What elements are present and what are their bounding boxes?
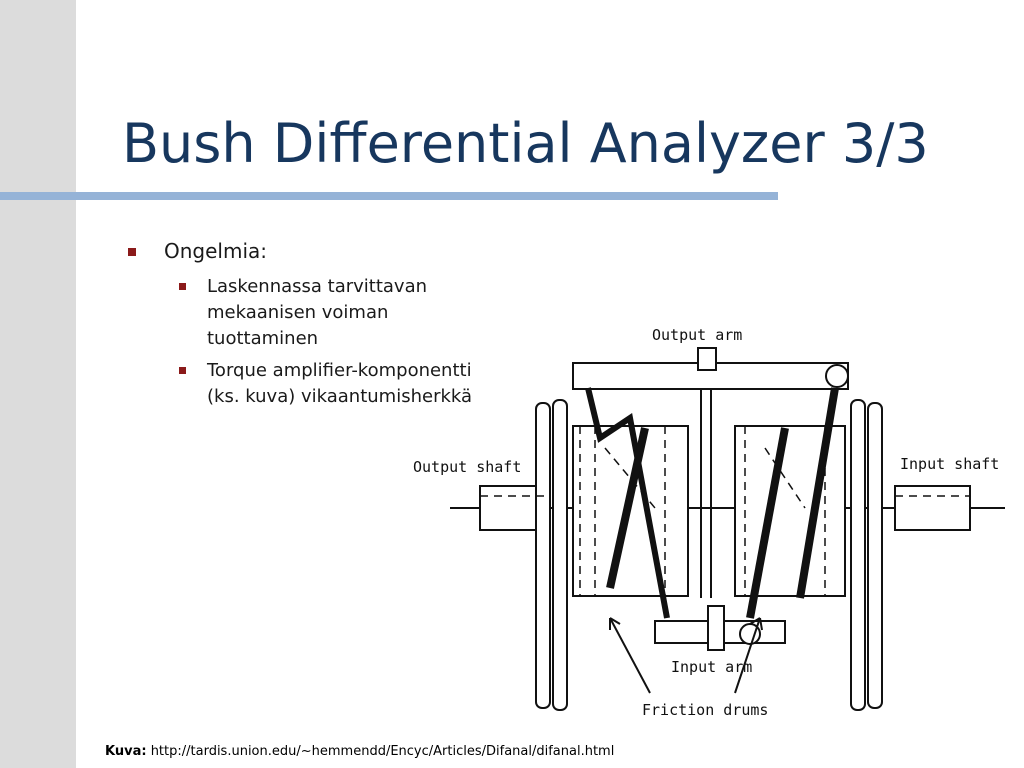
output-shaft-label: Output shaft [413, 458, 522, 476]
square-bullet-icon [128, 248, 136, 256]
bullet-main-text: Ongelmia: [164, 239, 268, 263]
output-arm-label: Output arm [652, 326, 743, 344]
title-divider [0, 192, 778, 200]
bullet-main: Ongelmia: [128, 238, 508, 264]
caption-url: http://tardis.union.edu/~hemmendd/Encyc/… [150, 744, 615, 759]
square-bullet-icon [179, 367, 186, 374]
sub-bullet-1: Laskennassa tarvittavan mekaanisen voima… [179, 274, 508, 352]
square-bullet-icon [179, 283, 186, 290]
diagram-drawing [450, 347, 1005, 711]
sub-bullet-text: Torque amplifier-komponentti (ks. kuva) … [207, 360, 473, 407]
slide-title: Bush Differential Analyzer 3/3 [122, 112, 929, 175]
torque-amplifier-diagram: Output arm Output shaft Input shaft Inpu… [405, 318, 1010, 728]
bullet-list: Ongelmia: Laskennassa tarvittavan mekaan… [128, 238, 508, 416]
left-sidebar-band [0, 0, 76, 768]
sub-bullet-list: Laskennassa tarvittavan mekaanisen voima… [179, 274, 508, 410]
input-shaft-label: Input shaft [900, 455, 1000, 473]
image-caption: Kuva: http://tardis.union.edu/~hemmendd/… [105, 744, 614, 759]
sub-bullet-2: Torque amplifier-komponentti (ks. kuva) … [179, 358, 508, 410]
input-arm-label: Input arm [671, 658, 753, 676]
friction-drums-label: Friction drums [642, 701, 769, 719]
caption-label: Kuva: [105, 744, 147, 759]
sub-bullet-text: Laskennassa tarvittavan mekaanisen voima… [207, 276, 428, 349]
